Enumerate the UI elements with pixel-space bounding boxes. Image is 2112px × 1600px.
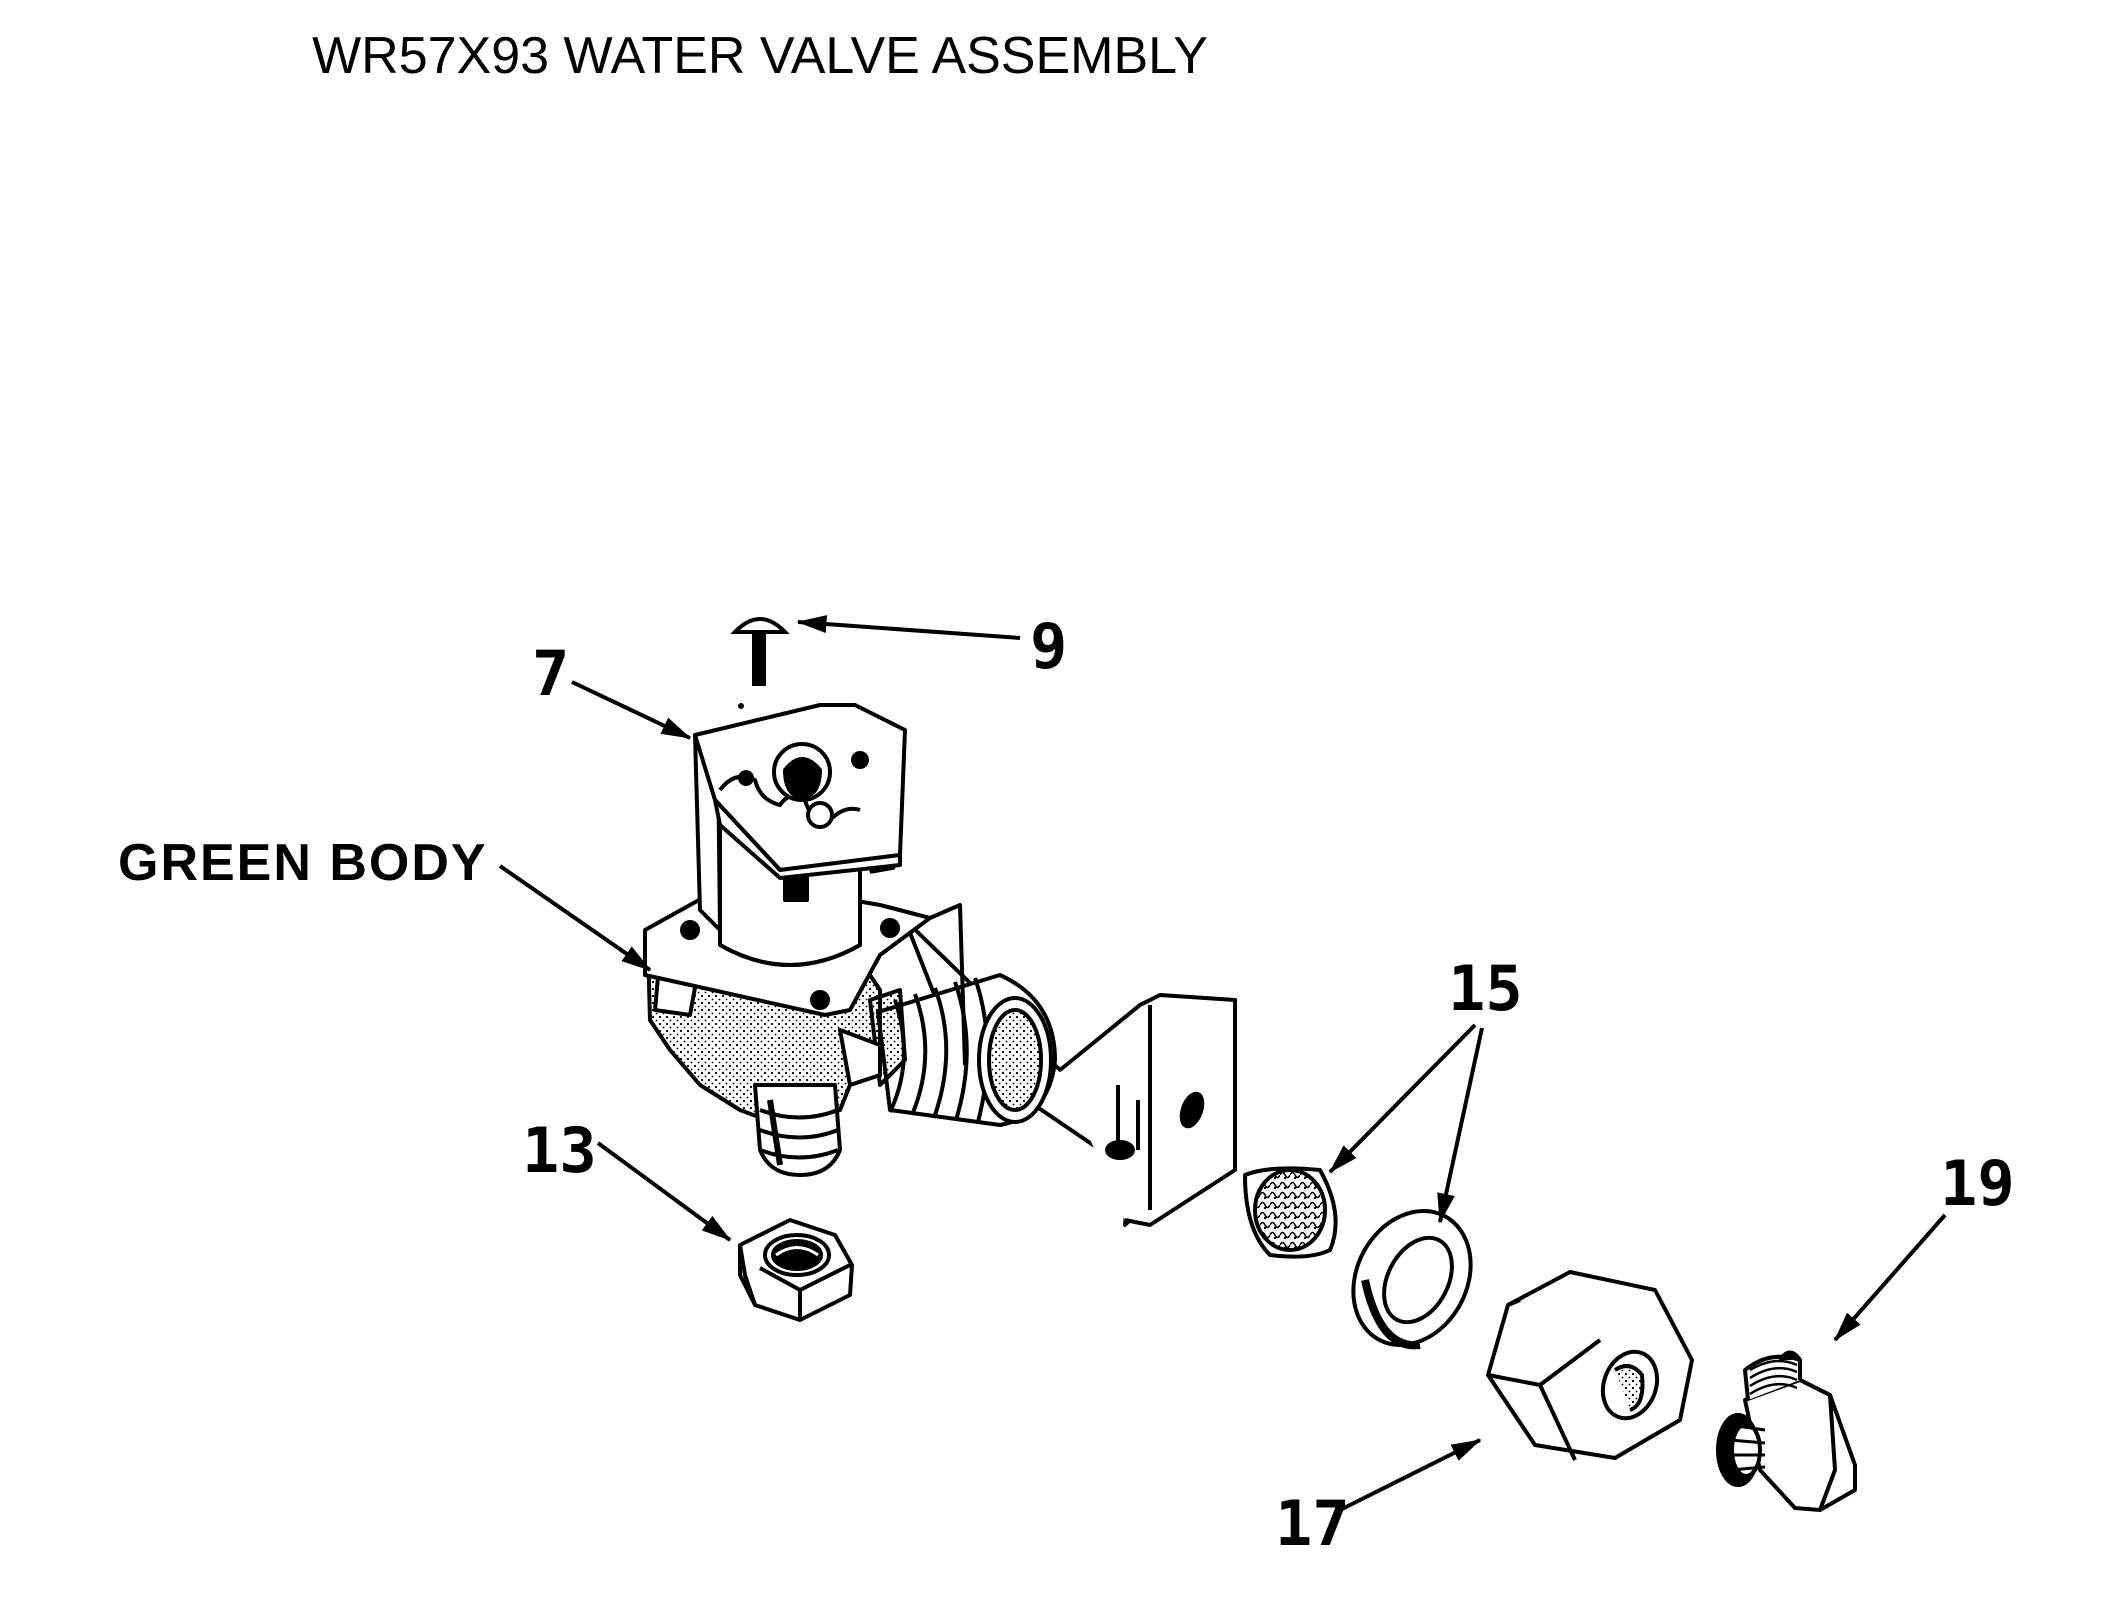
callout-9: 9: [1030, 610, 1067, 683]
elbow-fitting: [1716, 1350, 1857, 1512]
washer: [1351, 1209, 1473, 1350]
compression-nut: [1486, 1270, 1694, 1461]
diagram-title: WR57X93 WATER VALVE ASSEMBLY: [312, 27, 1208, 85]
callout-19: 19: [1940, 1147, 2015, 1220]
callout-7: 7: [532, 637, 569, 710]
callout-13: 13: [522, 1114, 597, 1187]
callout-17: 17: [1275, 1487, 1350, 1560]
arrow-7: [571, 680, 692, 740]
filter-screen: [1243, 1166, 1338, 1259]
callout-green-body: GREEN BODY: [118, 834, 488, 892]
outlet-nipple: [753, 1083, 842, 1177]
hex-nut: [738, 1218, 854, 1322]
screw: [730, 617, 790, 709]
arrow-15a: [1328, 1023, 1477, 1174]
arrow-green-body: [498, 864, 652, 972]
arrow-17: [1339, 1438, 1482, 1512]
arrow-15b: [1437, 1027, 1484, 1224]
valve-assembly: [643, 703, 1237, 1227]
arrow-19: [1833, 1213, 1947, 1342]
callout-15: 15: [1448, 952, 1523, 1025]
arrow-9: [796, 615, 1021, 640]
arrow-13: [596, 1141, 732, 1242]
